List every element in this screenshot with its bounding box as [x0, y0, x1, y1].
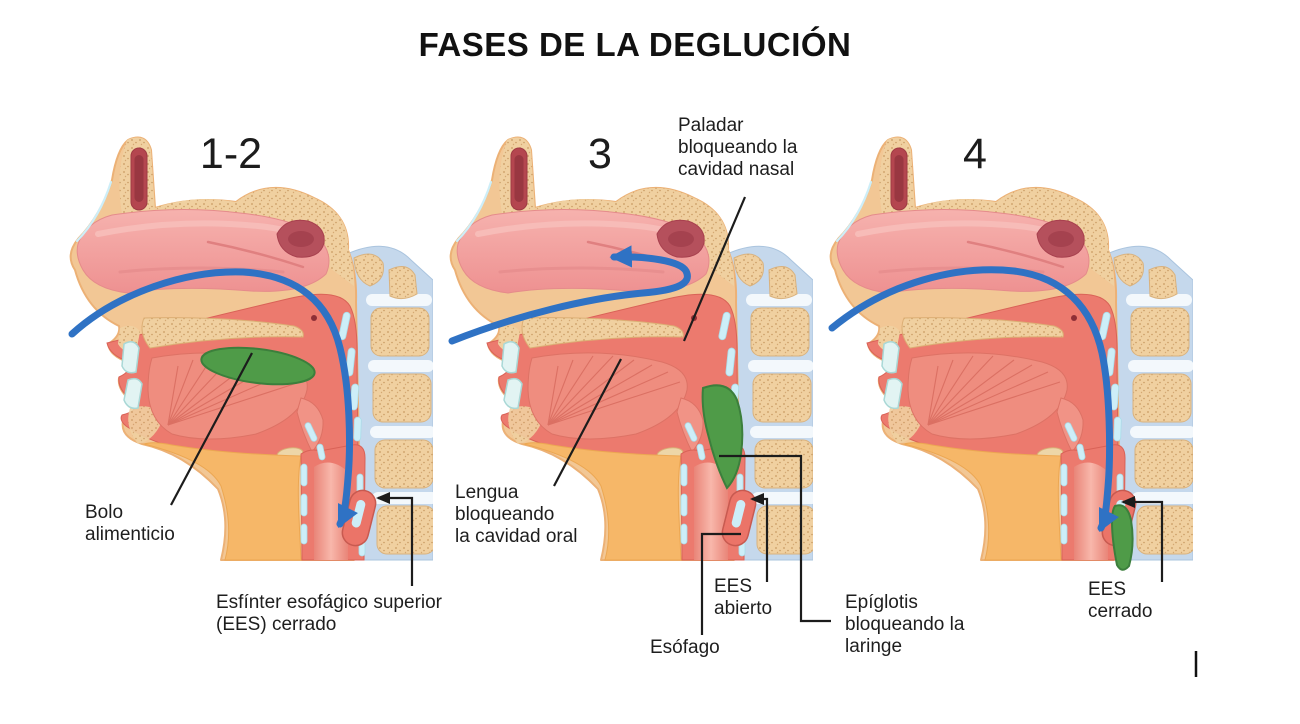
page-title: FASES DE LA DEGLUCIÓN	[418, 26, 852, 63]
label-ees-cerrado: EES cerrado	[1088, 579, 1153, 623]
label-esfinter-esofagico: Esfínter esofágico superior (EES) cerrad…	[216, 592, 443, 636]
phase-number-3: 3	[588, 130, 612, 178]
flow-arrow	[68, 268, 359, 529]
label-paladar: Paladar bloqueando la cavidad nasal	[678, 115, 798, 181]
label-ees-abierto: EES abierto	[714, 576, 773, 620]
phase-number-1-2: 1-2	[199, 130, 263, 178]
flow-arrow	[828, 266, 1120, 533]
label-lengua: Lengua bloqueando la cavidad oral	[455, 482, 578, 548]
label-esofago: Esófago	[650, 637, 720, 658]
diagram-phase-1-2-head	[68, 136, 433, 561]
label-epiglotis: Epíglotis bloqueando la laringe	[845, 592, 965, 658]
phase-number-4: 4	[963, 130, 987, 178]
food-bolus	[1110, 504, 1134, 571]
flow-arrow	[448, 245, 691, 345]
diagram-phase-4-head	[828, 136, 1193, 571]
label-bolo-alimenticio: Bolo alimenticio	[85, 502, 175, 546]
